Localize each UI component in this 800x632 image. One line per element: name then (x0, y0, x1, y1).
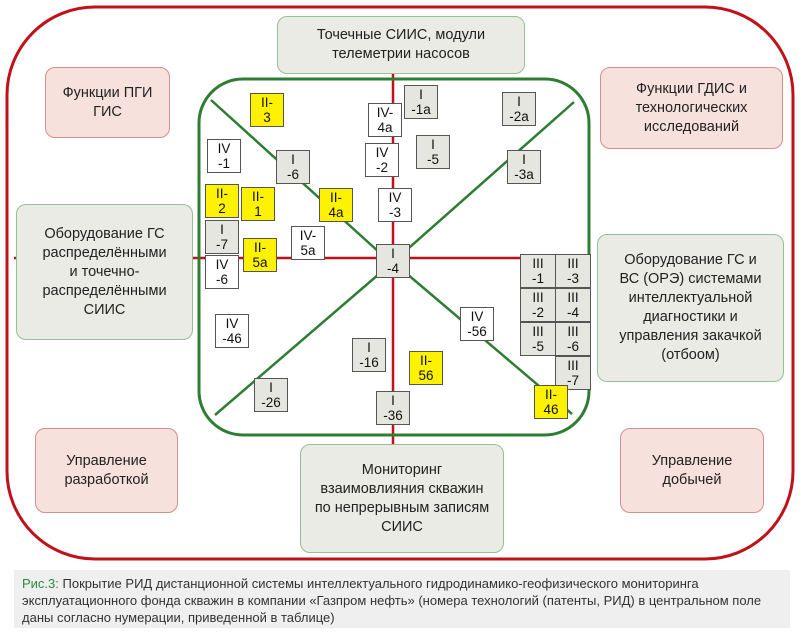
tag-II-46: II- 46 (534, 385, 568, 419)
tag-III-3: III -3 (555, 254, 591, 288)
tag-IV-4a: IV- 4a (368, 103, 402, 137)
tag-I-7: I -7 (205, 220, 239, 254)
tag-IV-56: IV -56 (460, 307, 494, 341)
box-pgi-gis: Функции ПГИ ГИС (45, 67, 170, 138)
tag-IV-1: IV -1 (207, 139, 241, 173)
tag-I-6: I -6 (276, 150, 310, 184)
tag-IV-46: IV -46 (215, 314, 249, 348)
tag-III-5: III -5 (520, 322, 556, 356)
diagonal-top-right (392, 101, 575, 263)
tag-I-3a: I -3a (507, 150, 541, 184)
tag-IV-3: IV -3 (378, 188, 412, 222)
figure-caption: Рис.3: Покрытие РИД дистанционной систем… (14, 570, 790, 628)
tag-II-5a: II- 5a (243, 238, 277, 272)
tag-III-1: III -1 (520, 254, 556, 288)
tag-III-6: III -6 (555, 322, 591, 356)
box-production-mgmt: Управление добычей (620, 428, 764, 513)
tag-II-56: II- 56 (409, 351, 443, 385)
box-gs-distributed: Оборудование ГС распределёнными и точечн… (16, 204, 193, 340)
tag-III-4: III -4 (555, 288, 591, 322)
diagonal-bottom-left (214, 261, 394, 416)
tag-IV-2: IV -2 (365, 143, 399, 177)
tag-II-4a: II- 4a (319, 188, 353, 222)
tag-IV-6: IV -6 (205, 255, 239, 289)
tag-IV-5a: IV- 5a (291, 226, 325, 260)
tag-I-4: I -4 (376, 244, 410, 278)
box-gs-vs-ore: Оборудование ГС и ВС (ОРЭ) системами инт… (597, 234, 784, 382)
tag-I-1a: I -1a (404, 85, 438, 119)
caption-label: Рис.3: (22, 576, 59, 591)
box-development-mgmt: Управление разработкой (35, 428, 178, 513)
tag-I-16: I -16 (352, 338, 386, 372)
tag-II-1: II- 1 (241, 187, 275, 221)
tag-III-7: III -7 (555, 356, 591, 390)
tag-I-36: I -36 (376, 391, 410, 425)
tag-III-2: III -2 (520, 288, 556, 322)
box-monitoring: Мониторинг взаимовлияния скважин по непр… (300, 444, 504, 553)
tag-II-2: II- 2 (205, 184, 239, 218)
box-point-siis: Точечные СИИС, модули телеметрии насосов (277, 16, 525, 74)
box-gdis: Функции ГДИС и технологических исследова… (600, 67, 783, 149)
tag-I-2a: I -2a (502, 92, 536, 126)
tag-I-26: I -26 (254, 378, 288, 412)
tag-II-3: II- 3 (250, 93, 284, 127)
caption-text: Покрытие РИД дистанционной системы интел… (22, 576, 762, 625)
outer-frame (5, 5, 795, 561)
tag-I-5: I -5 (416, 135, 450, 169)
